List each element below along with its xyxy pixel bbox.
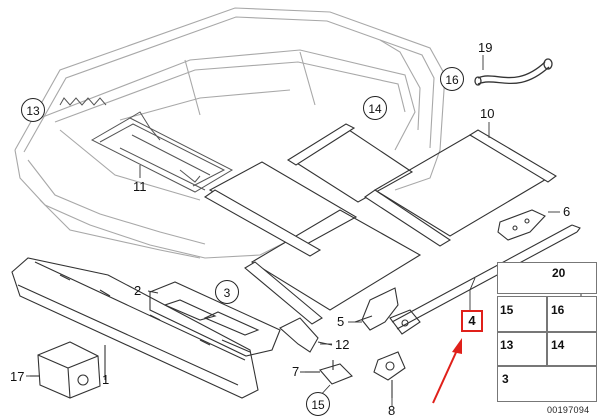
fastener-box-14 (547, 332, 597, 366)
fastener-label-13: 13 (500, 338, 514, 352)
circled-label-16: 16 (440, 67, 464, 91)
part-17-drawing (30, 341, 101, 399)
part-5-drawing (354, 287, 399, 331)
label-5: 5 (337, 314, 345, 329)
part-1-drawing (11, 257, 259, 399)
part-4-drawing (391, 224, 581, 330)
part-13-drawing (59, 97, 107, 106)
fastener-box-15 (497, 296, 547, 332)
fastener-label-16: 16 (551, 303, 565, 317)
label-8: 8 (388, 403, 396, 418)
fastener-box-16 (547, 296, 597, 332)
label-2: 2 (134, 283, 142, 298)
document-number: 00197094 (547, 405, 590, 415)
part-4-slider (389, 309, 421, 335)
highlighted-label-4: 4 (461, 310, 483, 332)
fastener-label-3: 3 (502, 372, 509, 386)
part-2-drawing (149, 281, 281, 357)
fastener-box-3 (497, 366, 597, 402)
fastener-box-20 (497, 262, 597, 294)
label-11: 11 (133, 179, 147, 194)
label-17: 17 (10, 369, 25, 384)
circled-label-15: 15 (306, 392, 330, 416)
label-6: 6 (563, 204, 571, 219)
circled-label-14: 14 (363, 96, 387, 120)
label-12: 12 (335, 337, 350, 352)
part-8-drawing (373, 351, 406, 398)
highlight-arrow (432, 338, 462, 404)
circled-label-3: 3 (215, 280, 239, 304)
label-10: 10 (480, 106, 495, 121)
part-12-drawing (279, 317, 333, 353)
part-6-drawing (497, 209, 546, 241)
part-11-drawing (90, 111, 234, 193)
fastener-label-15: 15 (500, 303, 514, 317)
fastener-label-20: 20 (552, 266, 566, 280)
sunshade-blinds (203, 123, 557, 325)
fastener-box-13 (497, 332, 547, 366)
part-19-drawing (474, 58, 553, 86)
fastener-label-14: 14 (551, 338, 565, 352)
roof-frame-outline (14, 7, 446, 259)
label-1: 1 (102, 372, 110, 387)
label-19: 19 (478, 40, 493, 55)
circled-label-13: 13 (21, 98, 45, 122)
label-7: 7 (292, 364, 300, 379)
